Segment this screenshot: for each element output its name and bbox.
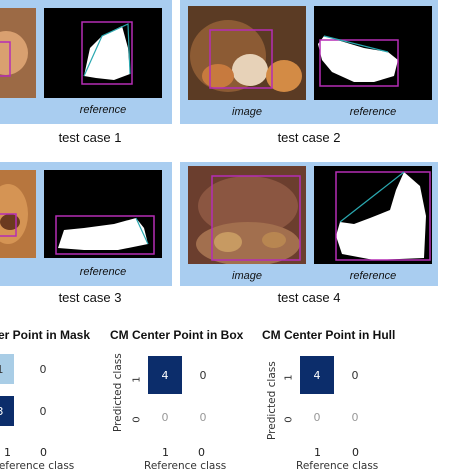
test-case-3-caption: test case 3	[58, 290, 122, 305]
matrix-1-xtick-0: 0	[40, 446, 47, 459]
test-case-4-image-label: image	[232, 270, 262, 282]
test-case-2-reference	[314, 6, 432, 100]
test-case-4-reference	[314, 166, 432, 264]
test-case-1-caption: test case 1	[58, 130, 122, 145]
matrix-3-ylabel: Predicted class	[266, 361, 278, 440]
matrix-1-xlabel: Reference class	[0, 460, 75, 472]
test-case-3-reference-label: reference	[79, 266, 127, 278]
test-case-2-image-label: image	[232, 106, 262, 118]
test-case-1-reference	[44, 8, 162, 98]
test-case-1-reference-label: reference	[79, 104, 127, 116]
matrix-3-xlabel: Reference class	[296, 460, 379, 472]
matrix-1-xtick-1: 1	[4, 446, 11, 459]
test-case-2-panel: image reference	[180, 0, 438, 124]
test-case-4-image	[188, 166, 306, 264]
test-case-3-reference	[44, 170, 162, 258]
matrix-2-ylabel: Predicted class	[112, 353, 124, 432]
test-case-4-caption: test case 4	[277, 290, 341, 305]
matrix-3-ytick-1: 1	[283, 374, 295, 381]
matrix-2-cell-1-1: 0	[186, 398, 220, 436]
matrix-1-cell-0-0: 1	[0, 354, 14, 384]
matrix-3-cell-1-0: 0	[300, 398, 334, 436]
matrix-2-title: CM Center Point in Box	[110, 328, 244, 342]
matrix-1-title: er Point in Mask	[0, 328, 91, 342]
matrix-2-xlabel: Reference class	[144, 460, 227, 472]
matrix-2-ytick-1: 1	[131, 376, 143, 383]
matrix-1-cell-0-1: 0	[28, 354, 58, 384]
test-case-3-panel: reference	[0, 162, 172, 286]
matrix-3-title: CM Center Point in Hull	[262, 328, 396, 342]
matrix-2-cell-1-0: 0	[148, 398, 182, 436]
matrix-3-xtick-1: 1	[314, 446, 321, 459]
matrix-2-cell-0-0: 4	[148, 356, 182, 394]
test-case-4-panel: image reference	[180, 162, 438, 286]
matrix-1-cell-1-0: 3	[0, 396, 14, 426]
test-case-2-reference-label: reference	[349, 106, 397, 118]
test-case-3-image	[0, 170, 36, 258]
matrix-3-cell-0-0: 4	[300, 356, 334, 394]
matrix-2-xtick-0: 0	[198, 446, 205, 459]
matrix-3-cell-0-1: 0	[338, 356, 372, 394]
test-case-1-image	[0, 8, 36, 98]
matrix-1-cell-1-1: 0	[28, 396, 58, 426]
test-case-2-caption: test case 2	[277, 130, 341, 145]
matrix-2-ytick-0: 0	[131, 416, 143, 423]
matrix-3-cell-1-1: 0	[338, 398, 372, 436]
matrix-2-xtick-1: 1	[162, 446, 169, 459]
matrix-3-ytick-0: 0	[283, 416, 295, 423]
test-case-2-image	[188, 6, 306, 100]
matrix-2-cell-0-1: 0	[186, 356, 220, 394]
matrix-3-xtick-0: 0	[352, 446, 359, 459]
test-case-1-panel: reference	[0, 0, 172, 124]
test-case-4-reference-label: reference	[349, 270, 397, 282]
